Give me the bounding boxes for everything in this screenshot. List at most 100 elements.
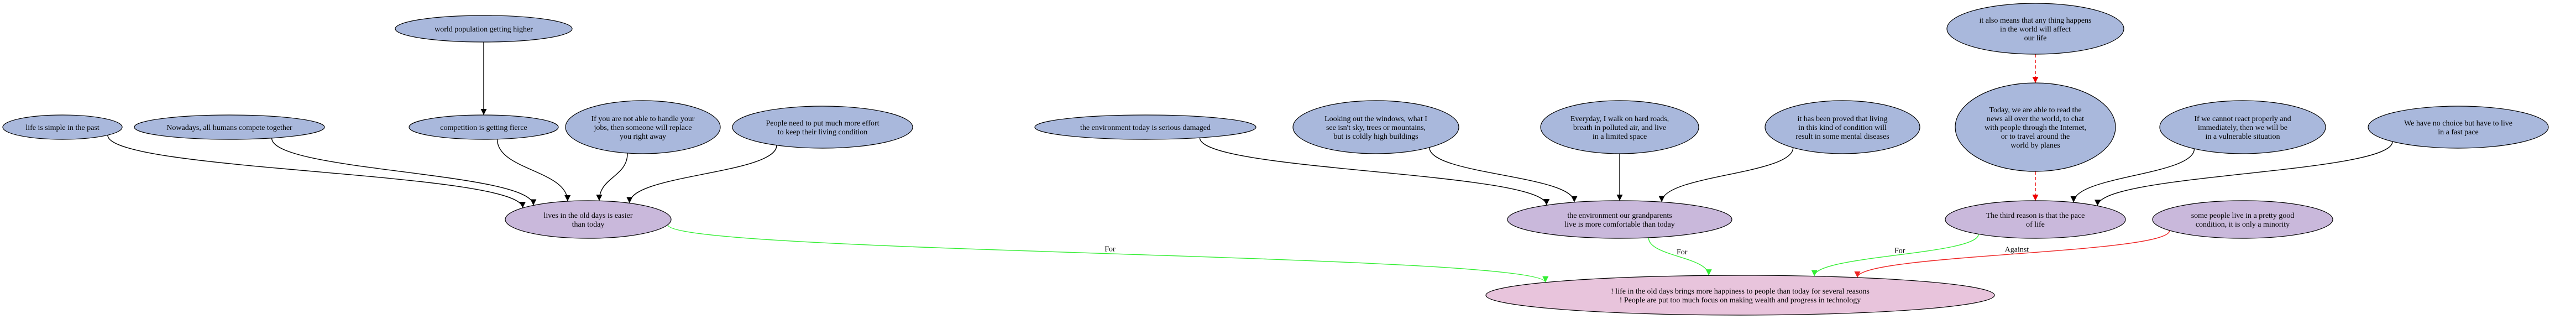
node-compete: Nowadays, all humans compete together bbox=[134, 114, 325, 140]
node-ellipse bbox=[409, 114, 559, 140]
edge-compete-to-old_easier bbox=[271, 138, 537, 206]
node-fierce: competition is getting fierce bbox=[409, 114, 559, 140]
node-ellipse bbox=[1292, 100, 1459, 154]
edge-third_reason-to-major: For bbox=[1811, 234, 1979, 276]
node-text-line: our life bbox=[2024, 34, 2047, 43]
node-text-line: some people live in a pretty good bbox=[2191, 212, 2295, 220]
node-text-line: immediately, then we will be bbox=[2198, 124, 2287, 132]
node-text-line: We have no choice but have to live bbox=[2404, 119, 2512, 128]
node-text-line: ! life in the old days brings more happi… bbox=[1611, 287, 1870, 296]
node-replace: If you are not able to handle yourjobs, … bbox=[565, 100, 721, 154]
node-text-line: If we cannot react properly and bbox=[2194, 115, 2291, 123]
node-text-line: see isn't sky, trees or mountains, bbox=[1326, 124, 1426, 132]
edge-env_damaged-to-grandparents bbox=[1199, 138, 1550, 206]
node-text-line: it has been proved that living bbox=[1798, 115, 1888, 123]
node-ellipse bbox=[1946, 3, 2124, 55]
node-text-line: Looking out the windows, what I bbox=[1324, 115, 1427, 123]
node-text-line: you right away bbox=[620, 133, 666, 141]
edge-effort-to-old_easier bbox=[626, 145, 777, 203]
node-text-line: competition is getting fierce bbox=[440, 124, 527, 132]
edge-replace-to-old_easier bbox=[596, 153, 628, 201]
node-text-line: but is coldly high buildings bbox=[1333, 133, 1418, 141]
node-ellipse bbox=[1945, 200, 2126, 239]
node-ellipse bbox=[134, 114, 325, 140]
node-text-line: lives in the old days is easier bbox=[544, 212, 633, 220]
node-text-line: If you are not able to handle your bbox=[591, 115, 695, 123]
node-ellipse bbox=[505, 200, 672, 239]
node-text-line: live is more comfortable than today bbox=[1564, 221, 1674, 229]
node-text-line: in this kind of condition will bbox=[1798, 124, 1887, 132]
node-ellipse bbox=[1485, 275, 1995, 316]
node-text-line: world by planes bbox=[2010, 142, 2060, 150]
node-simple-past: life is simple in the past bbox=[2, 114, 123, 140]
node-ellipse bbox=[1955, 82, 2116, 172]
node-text-line: result in some mental diseases bbox=[1795, 133, 1889, 141]
edge-label: Against bbox=[2005, 245, 2029, 254]
node-major: ! life in the old days brings more happi… bbox=[1485, 275, 1995, 316]
node-ellipse bbox=[2159, 100, 2326, 154]
node-text-line: world population getting higher bbox=[434, 25, 533, 34]
node-text-line: it also means that any thing happens bbox=[1980, 17, 2092, 25]
node-text-line: news all over the world, to chat bbox=[1987, 115, 2084, 123]
node-ellipse bbox=[1765, 100, 1920, 154]
node-ellipse bbox=[565, 100, 721, 154]
node-text-line: Today, we are able to read the bbox=[1989, 106, 2081, 114]
node-text-line: Everyday, I walk on hard roads, bbox=[1570, 115, 1669, 123]
node-text-line: in a fast pace bbox=[2438, 128, 2478, 137]
node-minority: some people live in a pretty goodconditi… bbox=[2152, 200, 2333, 239]
node-text-line: the environment today is serious damaged bbox=[1080, 124, 1211, 132]
node-text-line: of life bbox=[2026, 221, 2045, 229]
node-ellipse bbox=[1507, 200, 1732, 239]
edge-react-to-third_reason bbox=[2070, 148, 2195, 203]
edge-label: For bbox=[1894, 247, 1905, 255]
node-ellipse bbox=[2152, 200, 2333, 239]
edge-old_easier-to-major: For bbox=[667, 224, 1549, 283]
node-ellipse bbox=[1540, 100, 1699, 154]
node-text-line: in a vulnerable situation bbox=[2206, 133, 2280, 141]
node-ellipse bbox=[1034, 114, 1256, 140]
node-ellipse bbox=[2, 114, 123, 140]
node-text-line: jobs, then someone will replace bbox=[594, 124, 692, 132]
node-text-line: in a limited space bbox=[1593, 133, 1647, 141]
edge-fierce-to-old_easier bbox=[496, 139, 571, 202]
node-ellipse bbox=[2368, 106, 2549, 149]
edge-grandparents-to-major: For bbox=[1648, 237, 1712, 276]
node-text-line: People need to put much more effort bbox=[766, 119, 879, 128]
node-text-line: or to travel around the bbox=[2001, 133, 2070, 141]
edge-layer: For For For Against bbox=[107, 42, 2393, 283]
node-react: If we cannot react properly andimmediate… bbox=[2159, 100, 2326, 154]
edge-no_choice-to-third_reason bbox=[2095, 141, 2393, 206]
edge-proved-to-grandparents bbox=[1658, 147, 1794, 202]
node-env-damaged: the environment today is serious damaged bbox=[1034, 114, 1256, 140]
node-text-line: Nowadays, all humans compete together bbox=[166, 124, 292, 132]
edge-label: For bbox=[1104, 245, 1116, 254]
node-walk: Everyday, I walk on hard roads,breath in… bbox=[1540, 100, 1699, 154]
node-world-pop: world population getting higher bbox=[395, 15, 573, 43]
node-text-line: in the world will affect bbox=[2000, 25, 2071, 34]
node-text-line: to keep their living condition bbox=[778, 128, 868, 137]
node-ellipse bbox=[395, 15, 573, 43]
node-text-line: ! People are put too much focus on makin… bbox=[1620, 296, 1861, 305]
edge-simple_past-to-old_easier bbox=[107, 135, 526, 208]
node-ellipse bbox=[732, 106, 913, 149]
node-text-line: breath in polluted air, and live bbox=[1573, 124, 1666, 132]
edge-minority-to-major: Against bbox=[1854, 230, 2170, 278]
node-text-line: The third reason is that the pace bbox=[1986, 212, 2085, 220]
node-text-line: the environment our grandparents bbox=[1567, 212, 1672, 220]
node-text-line: than today bbox=[572, 221, 605, 229]
node-layer: world population getting higher life is s… bbox=[2, 3, 2549, 316]
node-text-line: condition, it is only a minority bbox=[2196, 221, 2290, 229]
node-text-line: life is simple in the past bbox=[25, 124, 99, 132]
edge-label: For bbox=[1677, 248, 1688, 257]
edge-windows-to-grandparents bbox=[1429, 147, 1578, 202]
